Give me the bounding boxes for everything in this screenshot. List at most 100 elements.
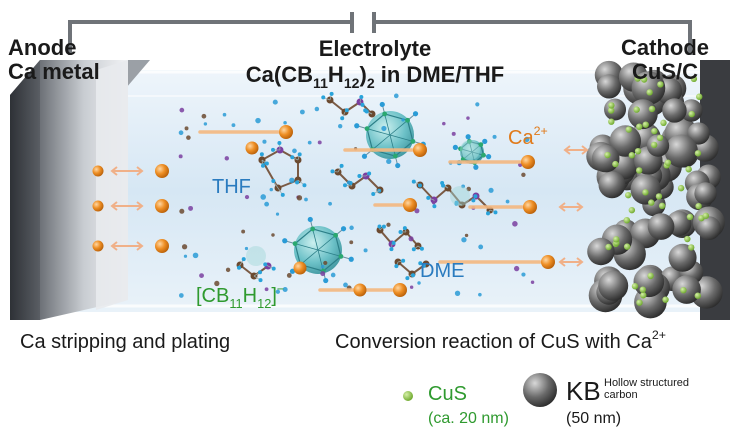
atom-dot xyxy=(186,135,191,140)
atom-dot xyxy=(512,221,518,227)
cus-particle xyxy=(612,161,618,167)
atom-dot xyxy=(264,202,269,207)
atom-dot xyxy=(401,118,404,121)
atom-dot xyxy=(304,198,308,202)
electrolyte-title: Electrolyte xyxy=(210,36,540,62)
cus-particle xyxy=(646,89,652,95)
cus-particle xyxy=(685,166,691,172)
atom-dot xyxy=(260,194,266,200)
cus-particle xyxy=(636,123,642,129)
faint-cluster xyxy=(460,140,480,160)
ca-ion xyxy=(155,199,169,213)
atom-dot xyxy=(386,223,390,227)
atom-dot xyxy=(475,102,479,106)
atom-dot xyxy=(270,188,273,191)
atom-dot xyxy=(255,118,261,124)
atom-dot xyxy=(276,213,279,216)
atom-dot xyxy=(432,201,435,204)
anion-label: [CB11H12]− xyxy=(196,286,284,306)
kb-particle xyxy=(598,271,628,301)
kb-particle xyxy=(604,98,626,120)
cus-legend-dot xyxy=(403,391,413,401)
cus-particle xyxy=(657,135,663,141)
cus-particle xyxy=(624,243,630,249)
atom-dot xyxy=(292,149,297,154)
atom-dot xyxy=(193,253,199,259)
electrolyte-formula: Ca(CB11H12)2 in DME/THF xyxy=(210,62,540,90)
ca-ion xyxy=(279,125,293,139)
atom-dot xyxy=(199,273,204,278)
atom-dot xyxy=(223,113,227,117)
legend-graphics xyxy=(403,373,557,407)
atom-dot xyxy=(179,293,184,298)
cus-particle xyxy=(605,244,611,250)
cus-particle xyxy=(678,185,684,191)
atom-dot xyxy=(381,126,386,131)
kb-particle xyxy=(592,145,620,173)
atom-dot xyxy=(452,132,456,136)
cathode-label-line1: Cathode xyxy=(605,36,725,60)
atom-dot xyxy=(386,159,391,164)
ca-ion xyxy=(541,255,555,269)
cus-particle xyxy=(604,152,610,158)
kb-particle xyxy=(672,275,701,304)
atom-dot xyxy=(331,273,336,278)
ca-ion xyxy=(294,262,307,275)
cus-particle xyxy=(687,214,693,220)
atom-dot xyxy=(289,178,294,183)
cathode-label-line2: CuS/C xyxy=(605,60,725,84)
atom-dot xyxy=(321,265,324,268)
cus-particle xyxy=(632,283,638,289)
ca-ion xyxy=(155,164,169,178)
atom-dot xyxy=(349,226,353,230)
cus-particle xyxy=(660,120,666,126)
atom-dot xyxy=(184,255,187,258)
atom-dot xyxy=(300,110,305,115)
ca-ion xyxy=(93,241,104,252)
kb-particle xyxy=(662,98,686,122)
faint-cluster xyxy=(450,186,470,206)
atom-dot xyxy=(202,114,207,119)
atom-dot xyxy=(320,271,325,276)
cus-particle xyxy=(688,111,694,117)
atom-dot xyxy=(226,268,230,272)
atom-dot xyxy=(179,154,183,158)
anode-label: Anode Ca metal xyxy=(8,36,100,84)
cus-particle xyxy=(688,244,694,250)
atom-dot xyxy=(488,188,493,193)
atom-dot xyxy=(364,248,368,252)
ca-ion-label: Ca2+ xyxy=(508,128,548,148)
ca-ion xyxy=(413,143,427,157)
ca-ion xyxy=(403,198,417,212)
atom-dot xyxy=(409,236,414,241)
cus-particle xyxy=(659,203,665,209)
atom-dot xyxy=(232,123,236,127)
legend-cus-size: (ca. 20 nm) xyxy=(428,411,509,427)
cus-particle xyxy=(695,293,701,299)
atom-dot xyxy=(262,140,266,144)
atom-dot xyxy=(410,286,413,289)
cathode-label: Cathode CuS/C xyxy=(605,36,725,84)
atom-dot xyxy=(521,272,525,276)
atom-dot xyxy=(347,181,351,185)
atom-dot xyxy=(343,283,348,288)
kb-particle xyxy=(599,171,626,198)
atom-dot xyxy=(315,107,319,111)
cus-particle xyxy=(640,286,646,292)
legend-kb-desc: Hollow structured carbon xyxy=(604,377,689,401)
kb-particle xyxy=(648,213,675,240)
atom-dot xyxy=(506,200,510,204)
atom-dot xyxy=(297,195,302,200)
cus-particle xyxy=(642,189,648,195)
dme-label: DME xyxy=(420,261,464,281)
ca-ion xyxy=(93,166,104,177)
atom-dot xyxy=(478,244,483,249)
kb-particle xyxy=(587,238,614,265)
cus-particle xyxy=(651,128,657,134)
caption-left: Ca stripping and plating xyxy=(20,332,230,352)
thf-label: THF xyxy=(212,177,251,197)
ca-ion xyxy=(523,200,537,214)
atom-dot xyxy=(521,173,525,177)
atom-dot xyxy=(461,237,466,242)
